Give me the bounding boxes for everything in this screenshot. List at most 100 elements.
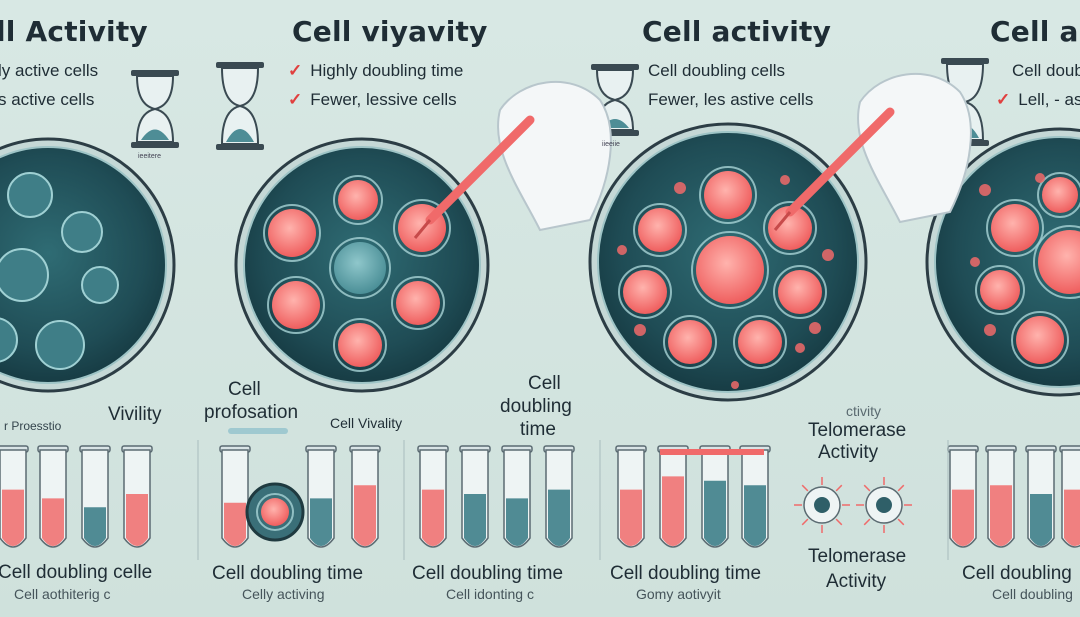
hourglass-icon-2	[216, 62, 264, 150]
gloved-hand-1	[413, 80, 612, 239]
hourglass-caption-1: ieeitere	[138, 153, 161, 160]
bullet-text: Lell, - ass	[1018, 90, 1080, 109]
hourglass-cap	[216, 62, 264, 68]
test-tube	[699, 445, 731, 548]
title-panel-2: Cell viyavity	[292, 15, 488, 48]
free-cell	[731, 381, 739, 389]
tube-liquid	[224, 502, 246, 546]
cell-outline	[0, 248, 49, 302]
cell-outline	[61, 211, 103, 253]
bottom-label-2: Cell doubling time	[212, 563, 364, 584]
cell-blob	[991, 204, 1039, 252]
mini-dish-cell	[261, 498, 289, 526]
cell-blob-membrane	[691, 231, 769, 309]
cell-blob	[768, 206, 812, 250]
test-tube	[219, 445, 251, 548]
hourglass-sand	[226, 129, 254, 142]
label-proesstio: r Proesstio	[4, 419, 62, 433]
telomere-strand	[835, 518, 843, 526]
cell-blob	[1042, 177, 1078, 213]
test-tube	[739, 445, 771, 548]
tube-liquid	[84, 507, 106, 546]
cell-blob	[396, 281, 440, 325]
pipette-tip	[773, 211, 792, 231]
bottom-label-3: Cell doubling time	[412, 563, 564, 584]
telomere-strand	[801, 484, 809, 492]
test-tube	[459, 445, 491, 548]
free-cell	[674, 182, 686, 194]
test-tube	[615, 445, 647, 548]
cell-blob-membrane	[773, 265, 827, 319]
cell-blob	[738, 320, 782, 364]
cell-blob-membrane	[699, 166, 757, 224]
highlight-bar	[660, 449, 764, 455]
free-cell	[1035, 173, 1045, 183]
tube-liquid	[744, 485, 766, 546]
cell-blob-membrane	[986, 199, 1044, 257]
label-cell-a: Cell	[228, 379, 261, 400]
glove	[857, 72, 972, 224]
hourglass-glass	[135, 75, 175, 143]
bottom-sub-1: Cell aothiterig c	[14, 586, 111, 602]
hourglass-base	[216, 144, 264, 150]
test-tube	[417, 445, 449, 548]
cell-blob	[638, 208, 682, 252]
cell-outline	[35, 320, 85, 370]
hourglass-caption-2: iieeiie	[602, 141, 620, 148]
bottom-label-6: Cell doubling	[962, 563, 1072, 584]
tube-liquid	[310, 498, 332, 546]
cell-blob-membrane	[663, 315, 717, 369]
cell-blob	[338, 180, 378, 220]
telomere-strand	[835, 484, 843, 492]
hourglass-base	[131, 142, 179, 148]
cell-blob	[1038, 230, 1080, 294]
label-activity-top: Activity	[818, 442, 879, 463]
label-doubling: doubling	[500, 396, 572, 417]
cell-blob-membrane	[263, 204, 321, 262]
bullet-p3-1: Cell doubling cells	[648, 61, 786, 80]
bullet-p3-2: Fewer, les astive cells	[648, 90, 814, 109]
telomere-strand	[897, 484, 905, 492]
cell-blob	[778, 270, 822, 314]
pipette	[785, 107, 895, 217]
cell-blob-membrane	[1033, 225, 1080, 299]
cell-blob-membrane	[733, 315, 787, 369]
tube-liquid	[506, 498, 528, 546]
cell-outline	[0, 317, 18, 363]
pipette	[425, 115, 535, 225]
tube-liquid	[548, 489, 570, 546]
cell-blob	[272, 281, 320, 329]
test-tube	[349, 445, 381, 548]
glove	[497, 80, 612, 232]
cell-blob-membrane	[267, 276, 325, 334]
test-tube	[947, 445, 979, 548]
free-cell	[617, 245, 627, 255]
cell-blob-membrane	[618, 265, 672, 319]
cell-blob	[696, 236, 764, 304]
bullet-p2-1: ✓Highly doubling time	[288, 62, 463, 79]
petri-dish-4	[925, 127, 1080, 397]
test-tube	[121, 445, 153, 548]
check-icon: ✓	[288, 90, 303, 109]
bottom-label-5b: Activity	[826, 571, 887, 592]
test-tube	[0, 445, 29, 548]
hourglass-cap	[131, 70, 179, 76]
tube-liquid	[422, 489, 444, 546]
bottom-sub-6: Cell doubling	[992, 586, 1073, 602]
bullet-text: Fewer, lessive cells	[310, 90, 457, 109]
label-vivility: Vivility	[108, 404, 162, 425]
hourglass-cap	[591, 64, 639, 70]
label-profosation: profosation	[204, 402, 299, 423]
tube-liquid	[620, 489, 642, 546]
cell-blob-membrane	[329, 237, 391, 299]
test-tube	[501, 445, 533, 548]
title-panel-3: Cell activity	[642, 15, 832, 48]
hourglass-cap	[941, 58, 989, 64]
cell-blob-membrane	[1037, 172, 1080, 218]
tube-liquid	[42, 498, 64, 546]
test-tube	[657, 445, 689, 548]
cell-blob	[268, 209, 316, 257]
telomere-strand	[863, 518, 871, 526]
free-cell	[809, 322, 821, 334]
